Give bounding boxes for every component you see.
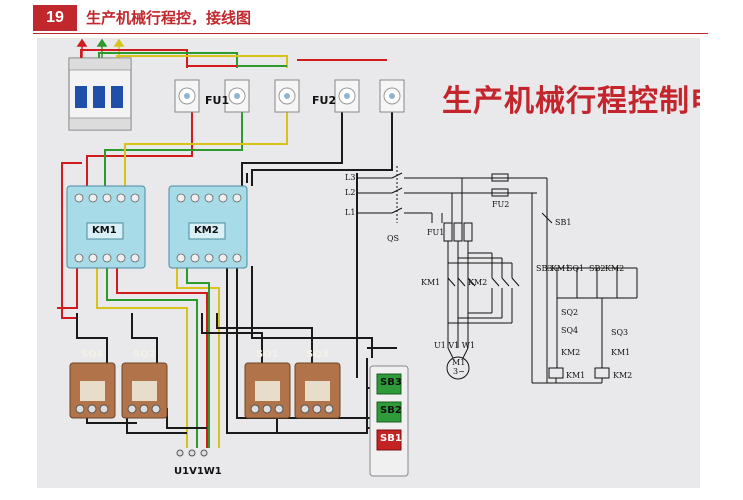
- wiring-label-u1v1w1: U1V1W1: [174, 466, 222, 477]
- schematic: [357, 166, 638, 384]
- wiring-label-fu1: FU1: [205, 94, 230, 107]
- schematic-label-sb2: SB2: [589, 264, 606, 273]
- schematic-label-km1-main: KM1: [421, 278, 441, 287]
- schematic-label-km2-a: KM2: [605, 264, 625, 273]
- wiring-label-sq2: SQ2: [133, 349, 156, 360]
- schematic-label-km1-b: KM1: [611, 348, 631, 357]
- schematic-label-km2-main: KM2: [468, 278, 488, 287]
- schematic-label-fu2: FU2: [492, 200, 510, 209]
- schematic-label-coil-km2: KM2: [613, 371, 633, 380]
- main-breaker: [68, 57, 132, 131]
- wiring-label-sb3: SB3: [380, 377, 402, 388]
- schematic-label-l2: L2: [345, 188, 356, 197]
- schematic-label-fu1: FU1: [427, 228, 445, 237]
- schematic-label-sq1: SQ1: [567, 264, 585, 273]
- fuse-blocks: [174, 79, 405, 113]
- wiring-label-km2: KM2: [194, 225, 219, 236]
- schematic-label-qs: QS: [387, 234, 400, 243]
- schematic-label-sq3: SQ3: [611, 328, 629, 337]
- wiring-label-sb2: SB2: [380, 405, 402, 416]
- wiring-diagram-graphic: [57, 38, 638, 477]
- page-header: 19 生产机械行程控，接线图: [0, 0, 743, 38]
- schematic-label-km1-a: KM1: [551, 264, 571, 273]
- schematic-label-motor-terminals: U1 V1 W1: [434, 341, 476, 350]
- schematic-label-sq4: SQ4: [561, 326, 579, 335]
- header-divider: [33, 33, 708, 34]
- wiring-label-sq3: SQ3: [306, 349, 329, 360]
- wiring-label-sb1: SB1: [380, 433, 402, 444]
- wiring-label-sq4: SQ4: [81, 349, 104, 360]
- limit-switches: [69, 362, 341, 419]
- schematic-label-l1: L1: [345, 208, 356, 217]
- wiring-label-km1: KM1: [92, 225, 117, 236]
- schematic-label-l3: L3: [345, 173, 356, 182]
- wiring-label-fu2: FU2: [312, 94, 337, 107]
- schematic-label-coil-km1: KM1: [566, 371, 586, 380]
- wiring-label-sq1: SQ1: [256, 349, 279, 360]
- contactor-km2: [168, 185, 248, 269]
- section-title: 生产机械行程控，接线图: [86, 9, 252, 27]
- section-number-badge: 19: [33, 5, 77, 31]
- schematic-label-sq2: SQ2: [561, 308, 579, 317]
- schematic-label-motor: M1: [452, 358, 466, 367]
- schematic-label-km2-b: KM2: [561, 348, 581, 357]
- contactor-km1: [66, 185, 146, 269]
- button-station: [369, 365, 409, 477]
- schematic-label-sb3: SB3: [536, 264, 553, 273]
- schematic-label-sb1: SB1: [555, 218, 572, 227]
- schematic-label-motor-phase: 3~: [453, 367, 465, 376]
- motor-terminal-block: [176, 449, 208, 457]
- wiring-diagram-board: 生产机械行程控制电路 FU1 FU2 KM1 KM2 SQ4 SQ2 SQ1 S…: [37, 38, 700, 488]
- diagram-title: 生产机械行程控制电路: [442, 84, 700, 119]
